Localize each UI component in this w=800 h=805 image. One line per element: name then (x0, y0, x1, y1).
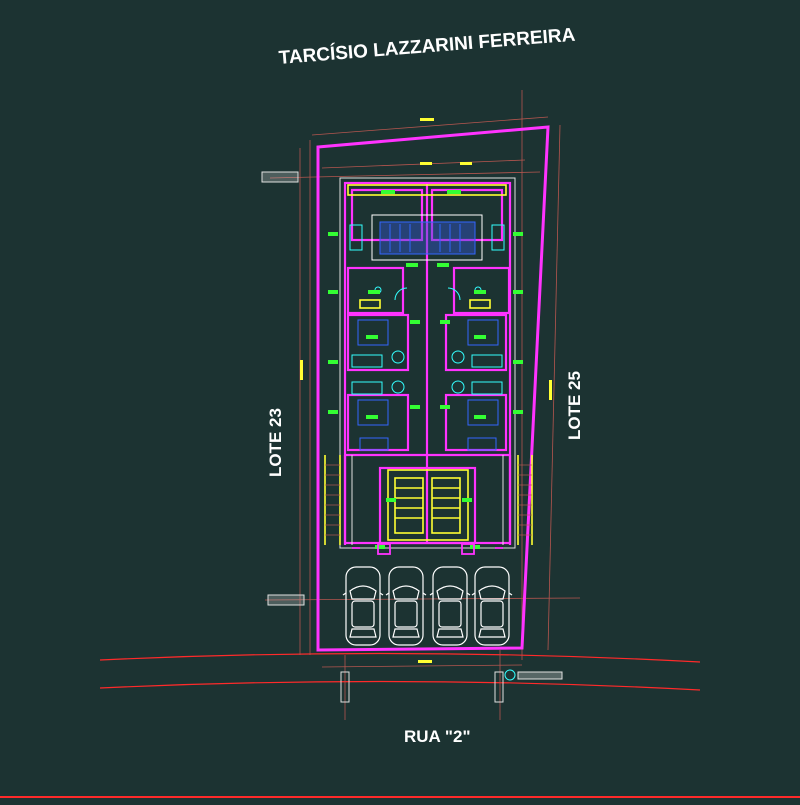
car-3 (429, 566, 471, 646)
car-1 (342, 566, 384, 646)
lot-boundary (316, 125, 550, 652)
street-lines (0, 652, 800, 798)
dimension-lines (264, 90, 581, 720)
stairs (324, 184, 533, 545)
parking-cars (342, 566, 513, 646)
dimension-text-marks (300, 118, 552, 663)
car-2 (385, 566, 427, 646)
stair-hatch (325, 464, 532, 536)
lot-left-label: LOTE 23 (266, 408, 285, 477)
street-markers (261, 171, 563, 703)
furniture (357, 214, 499, 451)
car-4 (471, 566, 513, 646)
parking-markers (352, 543, 503, 555)
fixtures (349, 224, 505, 395)
lot-right-label: LOTE 25 (565, 371, 584, 440)
annotations (328, 190, 523, 549)
street-label: RUA "2" (404, 727, 471, 746)
